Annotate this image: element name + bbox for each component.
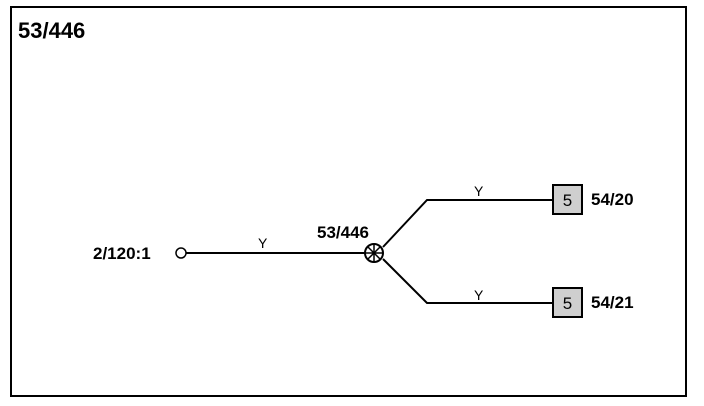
- splice-label: 53/446: [317, 223, 369, 242]
- diagram-title: 53/446: [18, 18, 85, 43]
- upper-connector-box: [552, 184, 583, 215]
- upper-connector-pin: 5: [563, 191, 572, 210]
- lower-connector: 5: [552, 287, 583, 318]
- lower-connector-label: 54/21: [591, 293, 634, 312]
- source-wire-color-label: Y: [258, 235, 268, 251]
- upper-wire-color-label: Y: [474, 183, 484, 199]
- lower-connector-pin: 5: [563, 294, 572, 313]
- lower-branch-wire: [382, 258, 553, 304]
- splice-icon: [364, 243, 384, 263]
- lower-connector-box: [552, 287, 583, 318]
- source-terminal-label: 2/120:1: [93, 244, 151, 263]
- diagram-frame: [10, 6, 687, 397]
- upper-connector: 5: [552, 184, 583, 215]
- upper-branch-wire: [382, 199, 553, 248]
- lower-wire-color-label: Y: [474, 287, 484, 303]
- source-terminal-pin: [175, 247, 187, 259]
- upper-connector-label: 54/20: [591, 190, 634, 209]
